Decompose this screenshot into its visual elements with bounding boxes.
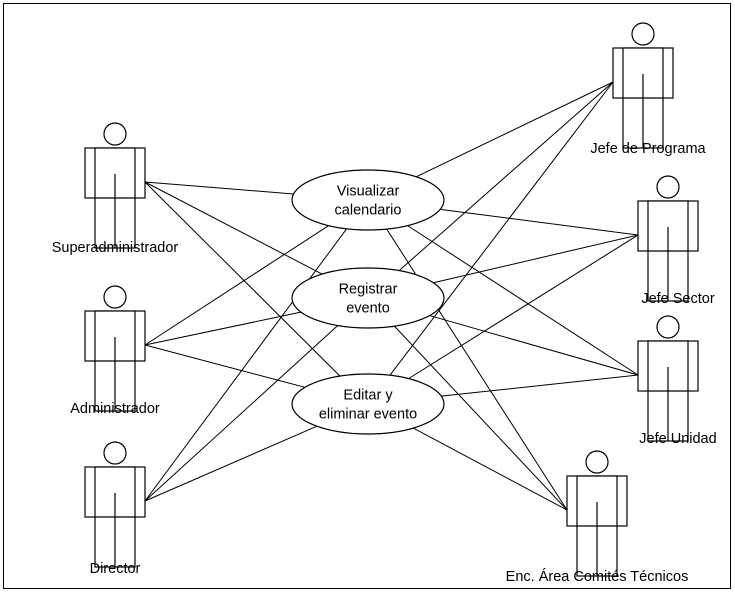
actor-head xyxy=(631,22,655,46)
association-line-superadmin-visualizar xyxy=(144,181,294,195)
actor-jefe_sector: Jefe Sector xyxy=(637,175,715,307)
actor-label: Jefe Unidad xyxy=(639,431,716,447)
association-line-director-registrar xyxy=(144,325,339,502)
association-line-jefe_unidad-visualizar xyxy=(407,225,639,376)
associations xyxy=(144,81,639,511)
actor-head xyxy=(103,441,127,465)
use-case-label-line: eliminar evento xyxy=(319,407,417,423)
actor-enc_area: Enc. Área Comités Técnicos xyxy=(506,450,689,585)
association-line-enc_area-editar xyxy=(413,427,568,511)
actor-superadmin: Superadministrador xyxy=(52,122,179,256)
association-line-director-editar xyxy=(144,425,318,502)
use-case-visualizar: Visualizar calendario xyxy=(291,169,445,231)
use-case-registrar: Registrar evento xyxy=(291,267,445,329)
association-line-jefe_unidad-editar xyxy=(441,374,639,397)
actor-director: Director xyxy=(84,441,146,577)
association-line-jefe_programa-editar xyxy=(389,81,614,376)
actor-label: Administrador xyxy=(70,401,160,417)
association-line-admin-registrar xyxy=(144,311,302,346)
association-line-jefe_unidad-registrar xyxy=(429,315,639,376)
actor-head xyxy=(103,122,127,146)
association-line-enc_area-visualizar xyxy=(386,228,568,511)
use-case-label-line: calendario xyxy=(335,203,402,219)
actor-head xyxy=(103,285,127,309)
use-case-label-line: Visualizar xyxy=(337,184,400,200)
actor-label: Jefe Sector xyxy=(641,291,715,307)
actor-label: Director xyxy=(90,561,141,577)
actor-admin: Administrador xyxy=(70,285,160,417)
association-line-director-visualizar xyxy=(144,228,348,502)
association-line-admin-editar xyxy=(144,344,305,388)
use-case-editar: Editar y eliminar evento xyxy=(291,373,445,435)
use-case-label-line: Editar y xyxy=(343,388,393,404)
association-line-jefe_sector-editar xyxy=(408,234,639,380)
actor-label: Jefe de Programa xyxy=(590,141,706,157)
actor-head xyxy=(656,315,680,339)
actor-head xyxy=(656,175,680,199)
actor-head xyxy=(585,450,609,474)
association-line-jefe_programa-visualizar xyxy=(415,81,614,178)
actor-label: Enc. Área Comités Técnicos xyxy=(506,568,689,585)
association-line-jefe_sector-registrar xyxy=(433,234,639,284)
association-line-jefe_programa-registrar xyxy=(398,81,614,271)
use-case-label-line: evento xyxy=(346,301,390,317)
actor-jefe_unidad: Jefe Unidad xyxy=(637,315,717,447)
use-case-label-line: Registrar xyxy=(339,282,398,298)
actor-label: Superadministrador xyxy=(52,240,179,256)
actor-jefe_programa: Jefe de Programa xyxy=(590,22,707,157)
association-line-superadmin-registrar xyxy=(144,181,323,275)
association-line-jefe_sector-visualizar xyxy=(440,208,639,236)
association-line-enc_area-registrar xyxy=(394,325,568,511)
diagram-frame xyxy=(3,3,731,589)
use-case-ellipse xyxy=(291,169,445,231)
association-line-superadmin-editar xyxy=(144,181,341,377)
association-line-admin-visualizar xyxy=(144,225,329,346)
use-case-ellipse xyxy=(291,267,445,329)
use-case-ellipse xyxy=(291,373,445,435)
